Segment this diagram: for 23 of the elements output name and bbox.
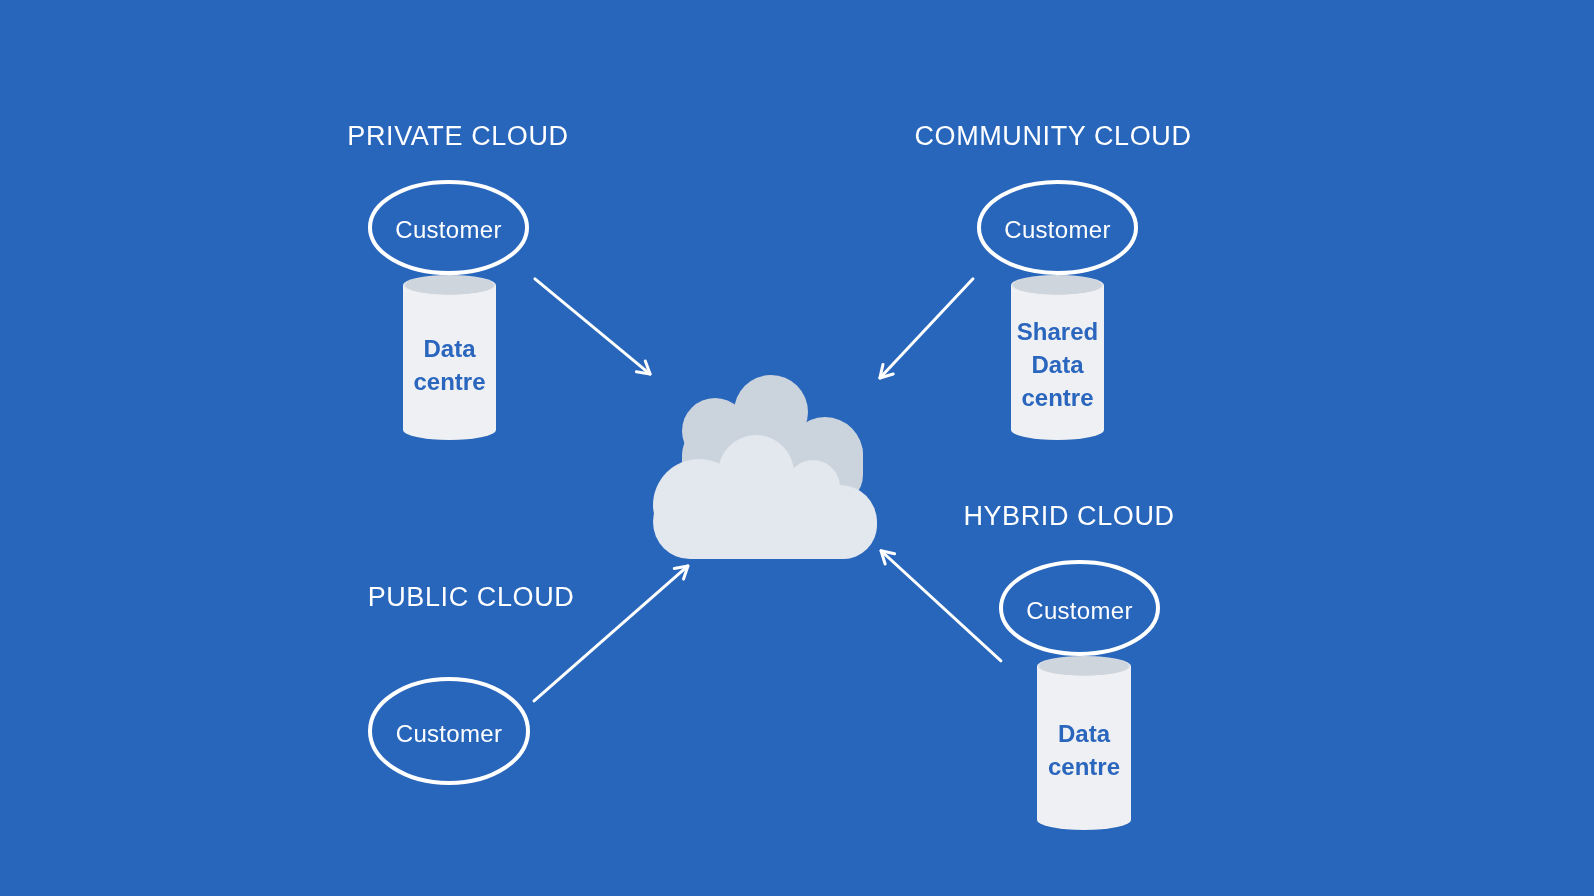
node-label: Customer: [1004, 215, 1111, 245]
cloud-shape: [653, 375, 877, 560]
section-title: PUBLIC CLOUD: [367, 581, 575, 613]
node-label: Data centre: [412, 333, 487, 397]
database-cylinder: [1037, 656, 1131, 830]
ellipse-node: [977, 180, 1138, 275]
arrow: [532, 564, 690, 703]
database-cylinder: [403, 275, 496, 440]
ellipse-node: [368, 677, 530, 785]
ellipse-node: [999, 560, 1160, 656]
node-label: Customer: [395, 718, 503, 749]
arrow: [878, 277, 975, 380]
section-title: PRIVATE CLOUD: [347, 120, 569, 152]
arrow: [533, 277, 652, 376]
node-label: Data centre: [1046, 719, 1121, 782]
arrow: [879, 549, 1003, 663]
ellipse-node: [368, 180, 529, 275]
node-label: Customer: [1026, 595, 1133, 626]
database-cylinder: [1011, 275, 1104, 440]
section-title: COMMUNITY CLOUD: [914, 120, 1192, 152]
node-label: Customer: [395, 215, 502, 245]
node-label: Shared Data centre: [1015, 317, 1100, 413]
section-title: HYBRID CLOUD: [963, 500, 1175, 532]
